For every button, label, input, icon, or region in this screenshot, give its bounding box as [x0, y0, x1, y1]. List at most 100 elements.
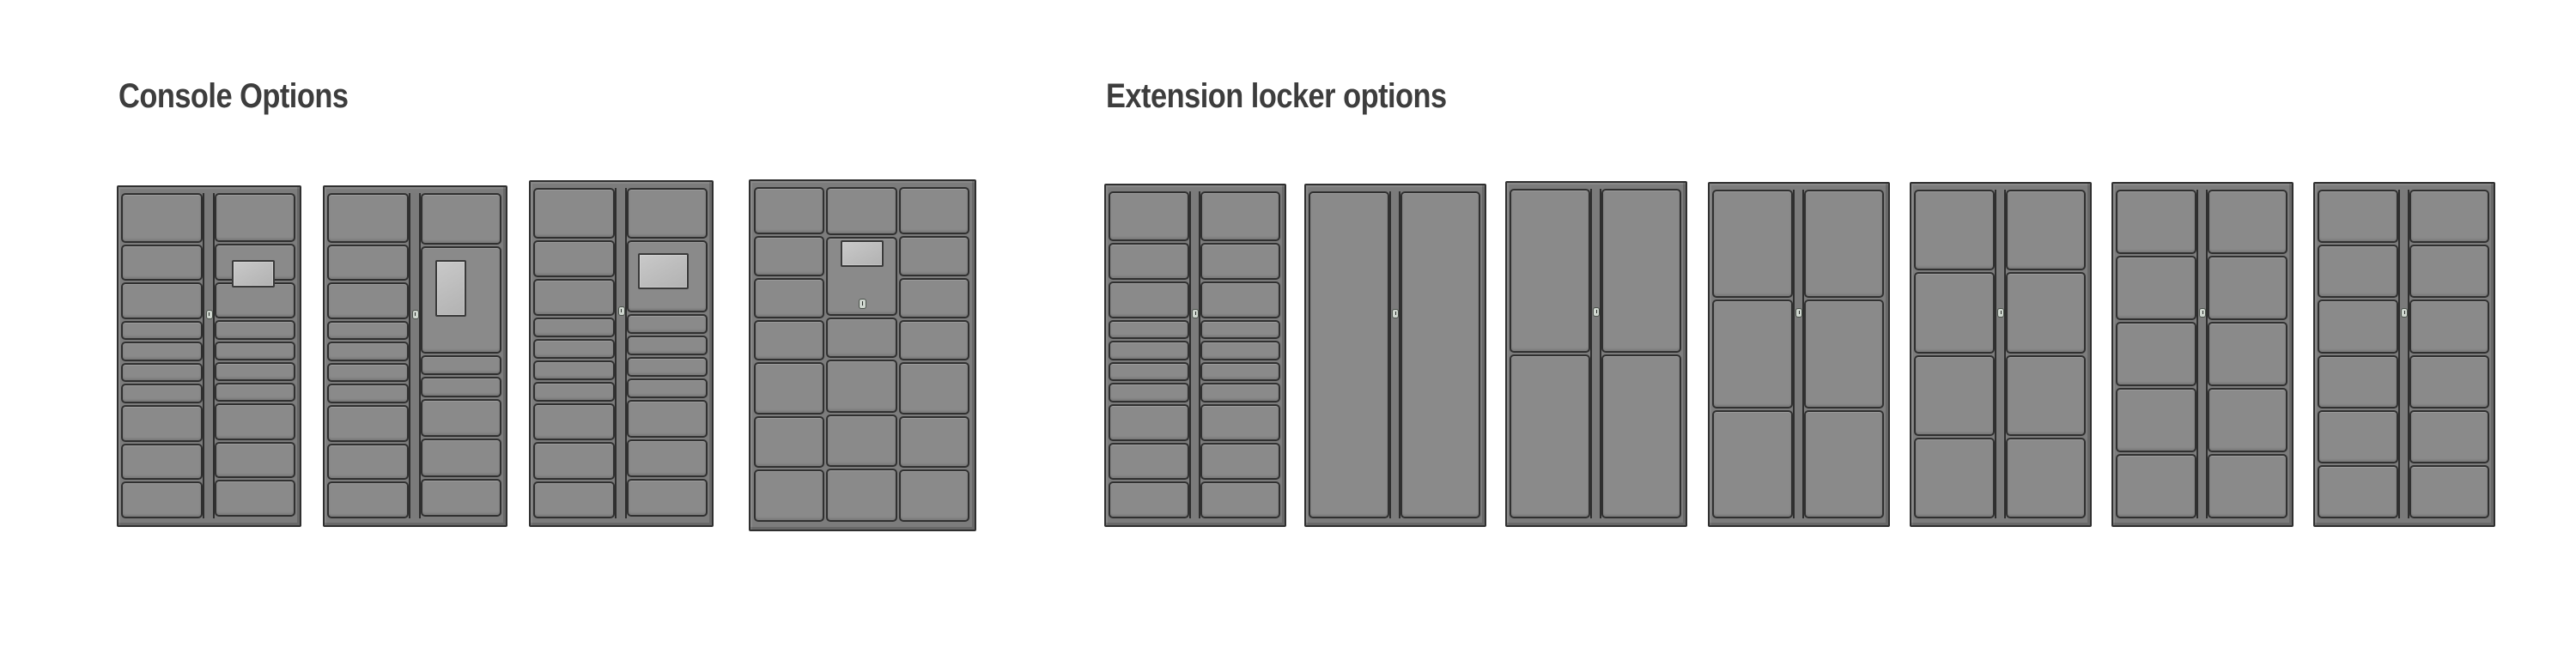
locker-door[interactable] [214, 361, 295, 382]
locker-door[interactable] [533, 239, 615, 277]
locker-door[interactable] [2409, 409, 2489, 463]
locker-door[interactable] [2116, 256, 2196, 320]
locker-door[interactable] [327, 244, 409, 282]
locker-door[interactable] [1200, 242, 1280, 280]
locker-door[interactable] [2409, 190, 2489, 244]
locker-door[interactable] [327, 384, 409, 403]
locker-door[interactable] [1109, 383, 1189, 403]
locker-door[interactable] [898, 236, 969, 277]
locker-door[interactable] [420, 439, 501, 477]
locker-door[interactable] [2116, 190, 2196, 254]
locker-door[interactable] [2116, 388, 2196, 452]
locker-door[interactable] [1914, 354, 1995, 436]
locker-door[interactable] [1914, 437, 1995, 518]
locker-door[interactable] [327, 443, 409, 481]
locker-door[interactable] [420, 478, 501, 517]
lock-icon[interactable] [858, 299, 866, 309]
locker-door[interactable] [1309, 191, 1389, 518]
locker-door[interactable] [420, 398, 501, 438]
locker-door[interactable] [327, 320, 409, 341]
locker-door[interactable] [2207, 388, 2287, 452]
locker-door[interactable] [1510, 189, 1590, 353]
lock-icon[interactable] [1997, 307, 2004, 318]
locker-door[interactable] [1109, 443, 1189, 481]
lock-icon[interactable] [617, 306, 625, 317]
locker-door[interactable] [121, 342, 203, 361]
locker-door[interactable] [2005, 354, 2086, 436]
locker-door[interactable] [533, 403, 615, 441]
locker-door[interactable] [626, 400, 708, 439]
extension-cabinet-1[interactable] [1104, 184, 1286, 527]
locker-door[interactable] [2318, 354, 2398, 409]
locker-door[interactable] [754, 415, 825, 469]
lock-icon[interactable] [1392, 308, 1399, 318]
locker-door[interactable] [214, 480, 295, 517]
locker-door[interactable] [121, 193, 203, 243]
touchscreen-display[interactable] [232, 260, 276, 288]
locker-door[interactable] [214, 193, 295, 243]
locker-door[interactable] [1109, 191, 1189, 241]
locker-door[interactable] [1200, 341, 1280, 360]
touchscreen-display[interactable] [434, 260, 466, 317]
extension-cabinet-3[interactable] [1505, 181, 1687, 527]
locker-door[interactable] [121, 384, 203, 403]
locker-door[interactable] [533, 278, 615, 317]
locker-door[interactable] [1200, 481, 1280, 518]
locker-door[interactable] [626, 357, 708, 378]
locker-door[interactable] [2005, 190, 2086, 271]
locker-door[interactable] [327, 362, 409, 383]
locker-door[interactable] [214, 341, 295, 360]
locker-door[interactable] [420, 377, 501, 397]
lock-icon[interactable] [2401, 307, 2408, 318]
locker-door[interactable] [898, 278, 969, 319]
locker-door[interactable] [1510, 354, 1590, 518]
locker-door[interactable] [420, 355, 501, 376]
locker-door[interactable] [214, 403, 295, 440]
locker-door[interactable] [121, 282, 203, 319]
locker-door[interactable] [2318, 409, 2398, 463]
locker-door[interactable] [1200, 191, 1280, 241]
locker-door[interactable] [898, 320, 969, 361]
locker-door[interactable] [1712, 409, 1793, 518]
locker-door[interactable] [121, 443, 203, 481]
touchscreen-display[interactable] [840, 240, 884, 267]
locker-door[interactable] [826, 360, 897, 413]
locker-door[interactable] [1200, 404, 1280, 442]
locker-door[interactable] [327, 282, 409, 319]
locker-door[interactable] [1712, 190, 1793, 299]
locker-door[interactable] [626, 479, 708, 517]
locker-door[interactable] [626, 439, 708, 478]
console-cabinet-3[interactable] [529, 180, 714, 527]
console-cabinet-2[interactable] [323, 185, 507, 527]
locker-door[interactable] [533, 360, 615, 380]
locker-door[interactable] [533, 188, 615, 239]
locker-door[interactable] [826, 414, 897, 468]
locker-door[interactable] [121, 362, 203, 383]
locker-door[interactable] [2409, 354, 2489, 409]
locker-door[interactable] [1803, 300, 1884, 409]
locker-door[interactable] [1200, 443, 1280, 481]
locker-door[interactable] [754, 278, 825, 319]
locker-door[interactable] [121, 404, 203, 442]
lock-icon[interactable] [2199, 307, 2206, 318]
locker-door[interactable] [214, 320, 295, 340]
locker-door[interactable] [1601, 189, 1681, 353]
locker-door[interactable] [1200, 361, 1280, 382]
locker-door[interactable] [2318, 245, 2398, 299]
locker-door[interactable] [2318, 300, 2398, 354]
lock-icon[interactable] [1593, 307, 1600, 318]
locker-door[interactable] [2409, 300, 2489, 354]
locker-door[interactable] [1109, 341, 1189, 360]
locker-door[interactable] [898, 415, 969, 469]
locker-door[interactable] [1109, 481, 1189, 518]
locker-door[interactable] [1109, 242, 1189, 280]
locker-door[interactable] [1200, 319, 1280, 340]
extension-cabinet-2[interactable] [1304, 184, 1486, 527]
locker-door[interactable] [2409, 245, 2489, 299]
locker-door[interactable] [754, 236, 825, 277]
locker-door[interactable] [1109, 361, 1189, 382]
extension-cabinet-6[interactable] [2111, 182, 2293, 527]
locker-door[interactable] [826, 317, 897, 359]
locker-door[interactable] [533, 318, 615, 338]
touchscreen-display[interactable] [637, 253, 689, 289]
